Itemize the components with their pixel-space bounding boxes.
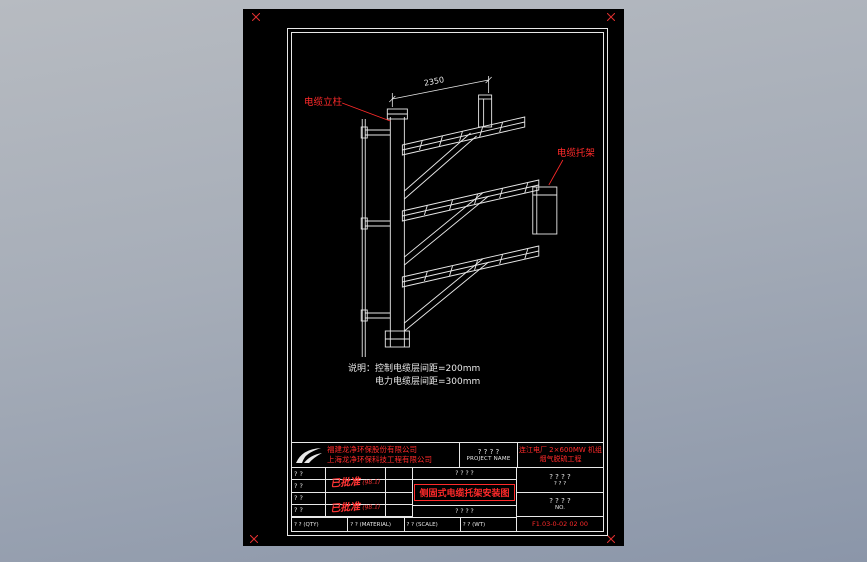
company-line-1: 福建龙净环保股份有限公司 <box>327 445 417 454</box>
title-block-upper: ? ? ? ? ? ? <box>292 468 516 517</box>
post-leader-line <box>342 102 391 122</box>
signature-label: ? ? <box>292 504 326 516</box>
mid-top-cell: ? ? ? ? <box>413 468 516 480</box>
title-block-bottom-strip: ? ? (QTY) ? ? (MATERIAL) ? ? (SCALE) ? ?… <box>292 517 516 531</box>
contract-no-cell: ? ? ? ? ? ? ? <box>517 468 603 493</box>
post-label: 电缆立柱 <box>304 96 343 108</box>
title-block-right-column: ? ? ? ? ? ? ? ? ? ? ? NO. F1.03-0-02 02 … <box>517 468 603 531</box>
company-cell: 福建龙净环保股份有限公司 上海龙净环保科技工程有限公司 <box>292 443 460 467</box>
dimension-2350: 2350 <box>389 75 492 107</box>
contract-no-cn: ? ? ? ? <box>549 472 571 481</box>
corner-mark-top-right <box>607 13 615 21</box>
bracket-arm-1 <box>401 116 526 200</box>
corner-mark-top-left <box>252 13 260 21</box>
cable-post <box>384 108 410 348</box>
signature-row: ? ? <box>292 480 412 493</box>
stub-column <box>478 94 493 128</box>
weight-cell: ? ? (WT) <box>462 521 486 528</box>
signature-row: ? ? <box>292 504 412 517</box>
title-block-header-row: 福建龙净环保股份有限公司 上海龙净环保科技工程有限公司 ? ? ? ? PROJ… <box>292 443 603 468</box>
material-cell: ? ? (MATERIAL) <box>348 518 405 531</box>
project-line-1: 连江电厂 2×600MW 机组 <box>518 446 603 454</box>
approval-stamp-1: 已批准(98.1) <box>329 476 381 490</box>
note-line-2: 电力电缆层间距=300mm <box>375 377 481 387</box>
arm-brace <box>404 192 483 258</box>
project-name-cell: ? ? ? ? PROJECT NAME <box>460 443 518 467</box>
bracket-label: 电缆托架 <box>557 147 596 159</box>
bracket-arm-3 <box>401 245 540 332</box>
drawing-number: F1.03-0-02 02 00 <box>532 520 588 528</box>
title-block: 福建龙净环保股份有限公司 上海龙净环保科技工程有限公司 ? ? ? ? PROJ… <box>292 442 603 531</box>
drawing-area: 2350 电缆立柱 电缆托架 说明：控制电缆层间距=200mm 电力电缆层间距=… <box>292 33 603 443</box>
signature-label: ? ? <box>292 492 326 504</box>
project-name-en: PROJECT NAME <box>466 456 511 462</box>
company-logo-icon <box>296 448 322 463</box>
note-line-1: 说明：控制电缆层间距=200mm <box>348 364 481 374</box>
scale-cell: ? ? (SCALE) <box>405 518 461 531</box>
signature-column: ? ? ? ? ? ? <box>292 468 413 517</box>
drawing-frame-outer: 2350 电缆立柱 电缆托架 说明：控制电缆层间距=200mm 电力电缆层间距=… <box>287 28 608 536</box>
contract-no-sub: ? ? ? <box>553 480 567 487</box>
signature-field <box>326 492 386 504</box>
corner-mark-bottom-left <box>250 535 258 543</box>
company-names: 福建龙净环保股份有限公司 上海龙净环保科技工程有限公司 <box>327 445 432 465</box>
mid-bottom-cell: ? ? ? ? <box>413 505 516 517</box>
signature-date <box>386 493 412 504</box>
signature-row: ? ? <box>292 492 412 505</box>
qty-cell: ? ? (QTY) <box>292 518 349 531</box>
project-line-2: 烟气脱硫工程 <box>539 455 582 463</box>
arm-brace <box>404 258 483 324</box>
arm-brace <box>404 132 471 192</box>
drawing-frame-inner: 2350 电缆立柱 电缆托架 说明：控制电缆层间距=200mm 电力电缆层间距=… <box>291 32 604 532</box>
signature-date <box>386 480 412 491</box>
dimension-text: 2350 <box>423 75 445 88</box>
cable-bracket-detail <box>532 186 558 235</box>
signature-label: ? ? <box>292 468 326 480</box>
drawing-no-label-cell: ? ? ? ? NO. <box>517 493 603 517</box>
drawing-no-sub: NO. <box>555 505 565 512</box>
corner-mark-bottom-right <box>607 535 615 543</box>
drawing-title: 侧固式电缆托架安装图 <box>414 484 515 501</box>
signature-field <box>326 480 386 492</box>
project-title-cell: 连江电厂 2×600MW 机组 烟气脱硫工程 <box>518 443 603 467</box>
signature-field <box>326 504 386 516</box>
bracket-arm-2 <box>401 179 540 266</box>
drawing-no-cn: ? ? ? ? <box>549 497 571 506</box>
wall-bracket-connectors <box>360 126 391 322</box>
signature-label: ? ? <box>292 480 326 492</box>
bracket-leader-line <box>548 159 564 186</box>
approval-stamp-2: 已批准(98.1) <box>329 501 381 515</box>
wall-line <box>361 119 366 357</box>
signature-date <box>386 505 412 516</box>
company-line-2: 上海龙净环保科技工程有限公司 <box>327 455 432 464</box>
callouts: 电缆立柱 电缆托架 <box>304 96 596 186</box>
drawing-canvas: 2350 电缆立柱 电缆托架 <box>304 75 596 357</box>
signature-row: ? ? <box>292 468 412 481</box>
project-name-cn: ? ? ? ? <box>477 448 500 456</box>
signature-date <box>386 468 412 479</box>
drawing-title-wrap: 侧固式电缆托架安装图 <box>413 480 516 505</box>
drawing-sheet[interactable]: 2350 电缆立柱 电缆托架 说明：控制电缆层间距=200mm 电力电缆层间距=… <box>243 9 624 546</box>
signature-field <box>326 468 386 480</box>
title-block-body-row: ? ? ? ? ? ? <box>292 468 603 531</box>
title-block-left-mid: ? ? ? ? ? ? <box>292 468 517 531</box>
notes: 说明：控制电缆层间距=200mm 电力电缆层间距=300mm <box>348 363 480 389</box>
drawing-title-column: ? ? ? ? 侧固式电缆托架安装图 ? ? ? ? <box>413 468 516 517</box>
